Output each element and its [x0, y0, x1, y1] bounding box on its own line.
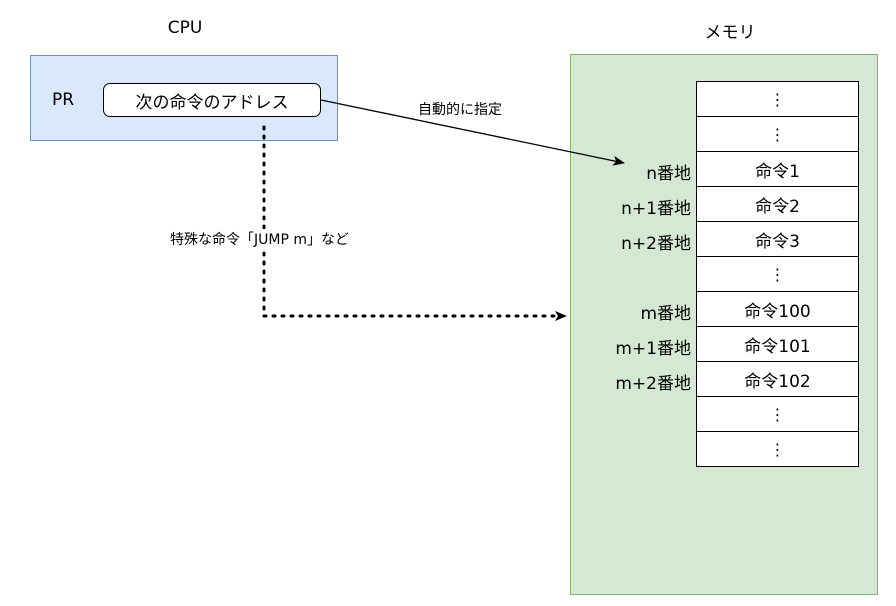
auto-label: 自動的に指定	[418, 102, 502, 118]
memory-cell: ⋮	[696, 116, 859, 152]
memory-address-label: m+1番地	[615, 339, 691, 359]
memory-cell: 命令3	[696, 221, 859, 257]
memory-cell: 命令102	[696, 361, 859, 397]
memory-cell: ⋮	[696, 81, 859, 117]
auto-arrow	[320, 99, 625, 166]
memory-address-label: m番地	[640, 304, 691, 324]
jump-label: 特殊な命令「JUMP m」など	[170, 229, 349, 249]
memory-address-label: n+1番地	[621, 199, 691, 219]
pr-register: 次の命令のアドレス	[103, 83, 321, 117]
memory-address-label: n番地	[646, 164, 691, 184]
memory-address-label: m+2番地	[615, 374, 691, 394]
memory-cell: 命令2	[696, 186, 859, 222]
memory-cell: 命令1	[696, 151, 859, 187]
memory-address-label: n+2番地	[621, 234, 691, 254]
memory-title: メモリ	[704, 23, 756, 43]
memory-cell: ⋮	[696, 431, 859, 467]
memory-cell: ⋮	[696, 256, 859, 292]
memory-cell: 命令100	[696, 291, 859, 327]
cpu-title: CPU	[167, 18, 203, 38]
pr-label: PR	[52, 90, 75, 110]
jump-arrow	[262, 125, 568, 321]
